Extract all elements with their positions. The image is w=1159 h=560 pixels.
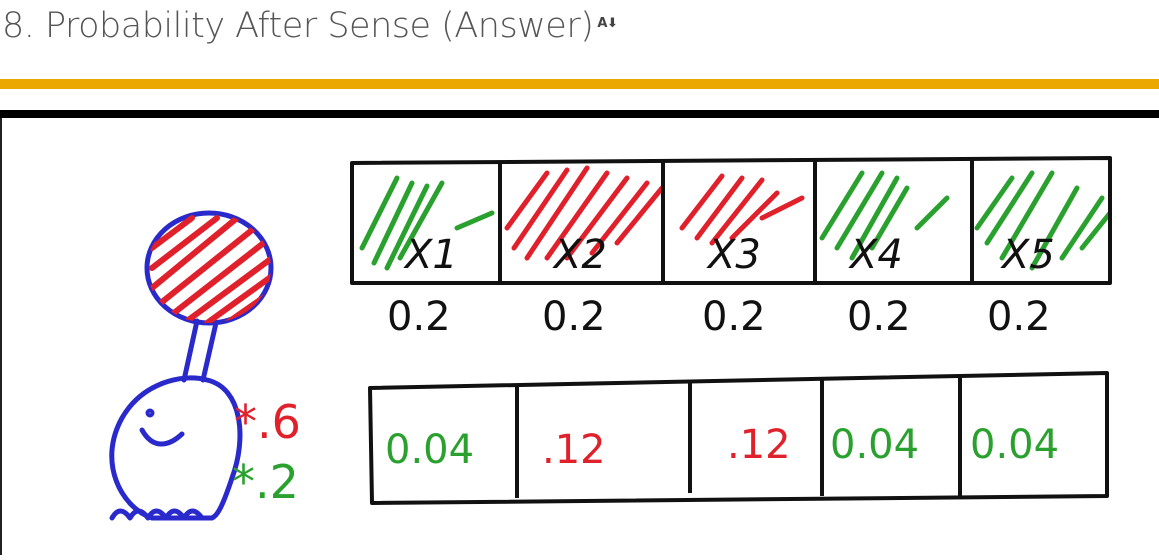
prior-value-2: 0.2 — [542, 294, 606, 340]
translate-icon[interactable]: A⬇ — [597, 15, 618, 31]
robot-head-hatch — [149, 215, 271, 323]
posterior-value-1: 0.04 — [385, 427, 474, 473]
cell-label-2: X2 — [552, 232, 607, 278]
prior-value-3: 0.2 — [702, 294, 766, 340]
prior-value-4: 0.2 — [847, 294, 911, 340]
prior-value-5: 0.2 — [987, 294, 1051, 340]
probability-sketch: X1 X2 X3 X4 X5 0.2 0.2 0.2 0.2 0.2 *.6 *… — [109, 156, 1112, 521]
posterior-value-3: .12 — [727, 422, 791, 468]
cell-label-5: X5 — [1000, 232, 1055, 278]
prior-value-1: 0.2 — [387, 294, 451, 340]
cell-label-3: X3 — [706, 232, 761, 278]
cell-label-1: X1 — [403, 232, 458, 278]
prior-values: 0.2 0.2 0.2 0.2 0.2 — [387, 294, 1051, 340]
accent-divider — [0, 79, 1159, 89]
posterior-value-5: 0.04 — [970, 422, 1059, 468]
multiplier-green: *.2 — [232, 455, 299, 509]
posterior-cells — [368, 371, 1109, 505]
prior-cells — [350, 156, 1112, 285]
video-frame-top-border — [0, 110, 1159, 118]
page-title-text: 8. Probability After Sense (Answer) — [2, 6, 594, 46]
cell-label-4: X4 — [848, 232, 903, 278]
posterior-value-4: 0.04 — [830, 422, 919, 468]
posterior-values: 0.04 .12 .12 0.04 0.04 — [385, 422, 1059, 473]
multiplier-red: *.6 — [234, 395, 301, 449]
cell-labels: X1 X2 X3 X4 X5 — [403, 232, 1055, 278]
posterior-value-2: .12 — [542, 427, 606, 473]
page-title: 8. Probability After Sense (Answer)A⬇ — [2, 6, 618, 46]
lesson-video-frame[interactable]: X1 X2 X3 X4 X5 0.2 0.2 0.2 0.2 0.2 *.6 *… — [0, 118, 1159, 555]
